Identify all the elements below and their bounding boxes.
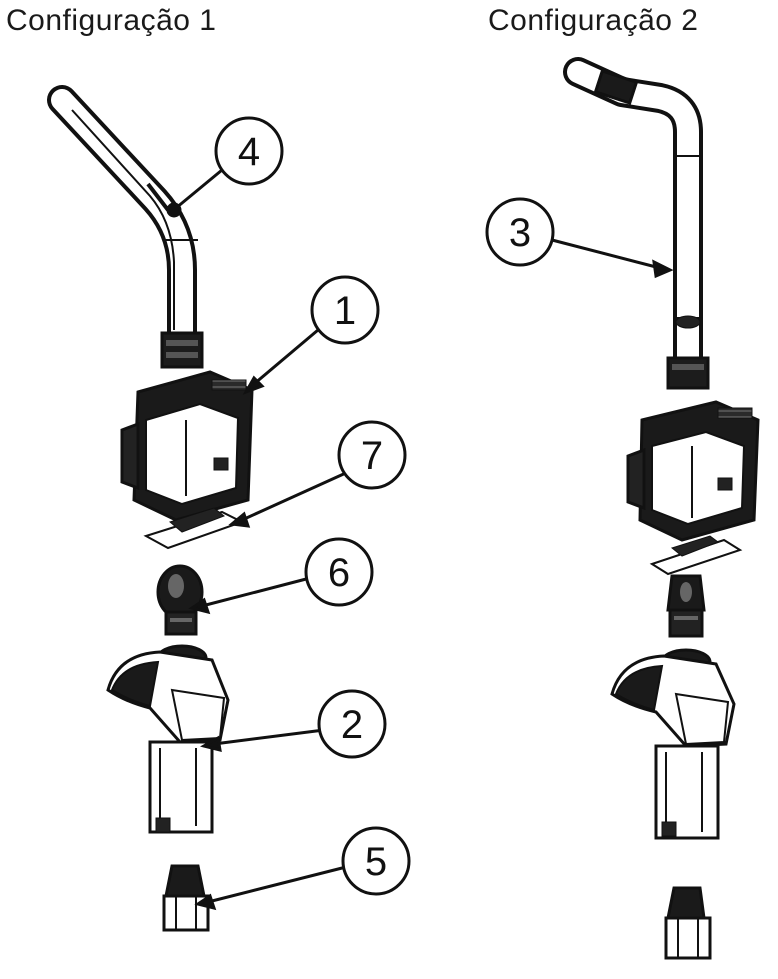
- bent-tube-part-4: [47, 85, 204, 369]
- nozzle-gun-config-2: [610, 648, 736, 840]
- leader-lines-config-1: [166, 168, 351, 911]
- leader-lines-config-2: [551, 238, 674, 279]
- callout-3: 3: [485, 197, 555, 267]
- svg-text:5: 5: [365, 840, 387, 884]
- swivel-fitting-config-2: [666, 574, 706, 638]
- nozzle-tip-config-2: [664, 886, 712, 960]
- callout-4: 4: [214, 116, 284, 186]
- straight-tube-part-3: [563, 57, 710, 390]
- svg-text:2: 2: [341, 703, 363, 747]
- title-configuration-2: Configuração 2: [488, 4, 699, 37]
- title-configuration-1: Configuração 1: [6, 4, 217, 37]
- svg-text:1: 1: [334, 289, 356, 333]
- adapter-config-2: [649, 535, 743, 576]
- adapter-plate-part-7: [143, 507, 245, 550]
- configuration-1-assembly: [47, 85, 254, 932]
- svg-text:4: 4: [238, 130, 260, 174]
- callout-7: 7: [337, 420, 407, 490]
- svg-text:7: 7: [361, 434, 383, 478]
- callout-1: 1: [310, 275, 380, 345]
- meter-body-config-2: [626, 400, 760, 542]
- callout-5: 5: [341, 826, 411, 896]
- meter-body-part-1: [120, 370, 254, 522]
- configuration-2-assembly: [563, 57, 760, 960]
- nozzle-tip-part-5: [162, 864, 210, 932]
- callout-6: 6: [304, 537, 374, 607]
- callout-2: 2: [317, 689, 387, 759]
- nozzle-gun-part-2: [106, 644, 230, 834]
- svg-text:3: 3: [509, 211, 531, 255]
- svg-text:6: 6: [328, 551, 350, 595]
- swivel-fitting-part-6: [156, 564, 204, 636]
